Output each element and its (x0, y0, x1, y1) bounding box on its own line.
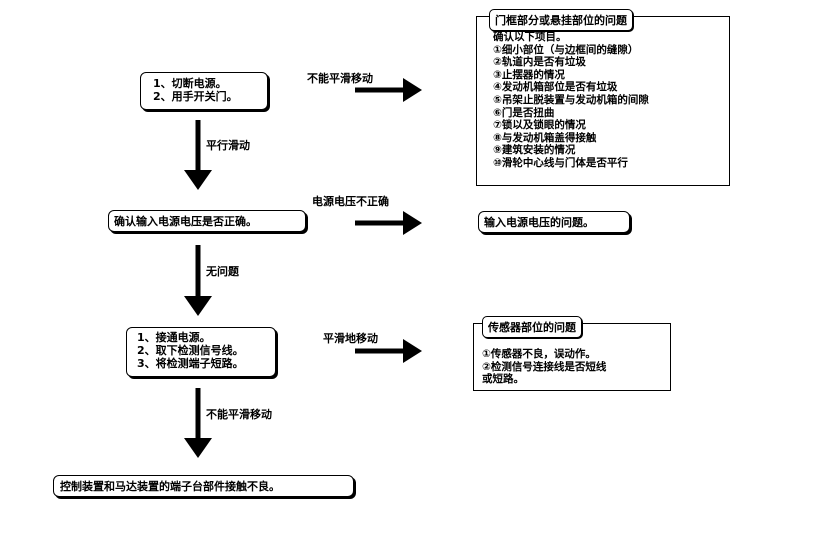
step3-line-3: 3、将检测端子短路。 (137, 357, 244, 370)
arrow-right-2 (355, 211, 422, 235)
sensor-item: 或短路。 (482, 373, 524, 386)
door-item: ⑩滑轮中心线与门体是否平行 (493, 156, 628, 169)
arrow-label-3-text: 电源电压不正确 (312, 195, 389, 208)
sensor-item: ①传感器不良，误动作。 (482, 348, 596, 360)
arrow-label-4: 无问题 (206, 265, 239, 278)
door-panel-body: 确认以下项目。 ①细小部位（与边框间的缝隙） ②轨道内是否有垃圾 ③止摆器的情况… (493, 31, 649, 170)
arrow-down-2 (184, 245, 212, 316)
arrow-right-3 (355, 339, 422, 363)
step4-text: 控制装置和马达装置的端子台部件接触不良。 (60, 480, 280, 493)
step1-box: 1、切断电源。 2、用手开关门。 (140, 72, 268, 110)
arrow-right-1 (355, 78, 422, 102)
step1-line-2: 2、用手开关门。 (153, 90, 238, 103)
door-item: ⑥门是否扭曲 (493, 106, 555, 119)
arrow-label-3: 电源电压不正确 (312, 196, 404, 208)
step1-line-1: 1、切断电源。 (153, 77, 227, 90)
sensor-item: ②检测信号连接线是否短线 (482, 360, 607, 373)
arrow-down-1 (184, 120, 212, 190)
door-item: ②轨道内是否有垃圾 (493, 56, 586, 69)
step3-line-1: 1、接通电源。 (137, 331, 211, 344)
step4-box: 控制装置和马达装置的端子台部件接触不良。 (53, 475, 354, 497)
door-item: ⑤吊架止脱装置与发动机箱的间隙 (493, 93, 649, 106)
door-item: ⑧与发动机箱盖得接触 (493, 131, 597, 144)
door-item: ④发动机箱部位是否有垃圾 (493, 81, 618, 94)
door-item: ③止摆器的情况 (493, 68, 565, 81)
door-item: ①细小部位（与边框间的缝隙） (493, 43, 639, 56)
step3-box: 1、接通电源。 2、取下检测信号线。 3、将检测端子短路。 (126, 327, 276, 377)
voltage-problem-box: 输入电源电压的问题。 (478, 211, 630, 233)
step2-text: 确认输入电源电压是否正确。 (114, 215, 257, 228)
step3-line-2: 2、取下检测信号线。 (137, 344, 244, 357)
step2-box: 确认输入电源电压是否正确。 (108, 210, 306, 232)
voltage-problem-text: 输入电源电压的问题。 (484, 216, 594, 229)
sensor-panel-body: ①传感器不良，误动作。 ②检测信号连接线是否短线 或短路。 (482, 348, 606, 386)
door-item: ⑦锁以及锁眼的情况 (493, 119, 586, 132)
door-panel-title: 门框部分或悬挂部位的问题 (489, 9, 633, 31)
sensor-panel-title: 传感器部位的问题 (482, 316, 582, 338)
door-panel-intro: 确认以下项目。 (493, 31, 567, 43)
arrow-label-6: 不能平滑移动 (206, 408, 272, 421)
sensor-problem-panel: 传感器部位的问题 ①传感器不良，误动作。 ②检测信号连接线是否短线 或短路。 (473, 316, 671, 391)
door-problem-panel: 门框部分或悬挂部位的问题 确认以下项目。 ①细小部位（与边框间的缝隙） ②轨道内… (476, 9, 730, 186)
arrow-label-2: 平行滑动 (206, 139, 250, 152)
door-item: ⑨建筑安装的情况 (493, 144, 576, 157)
arrow-label-5: 平滑地移动 (323, 332, 378, 345)
arrow-label-1: 不能平滑移动 (307, 72, 373, 85)
arrow-down-3 (184, 388, 212, 458)
